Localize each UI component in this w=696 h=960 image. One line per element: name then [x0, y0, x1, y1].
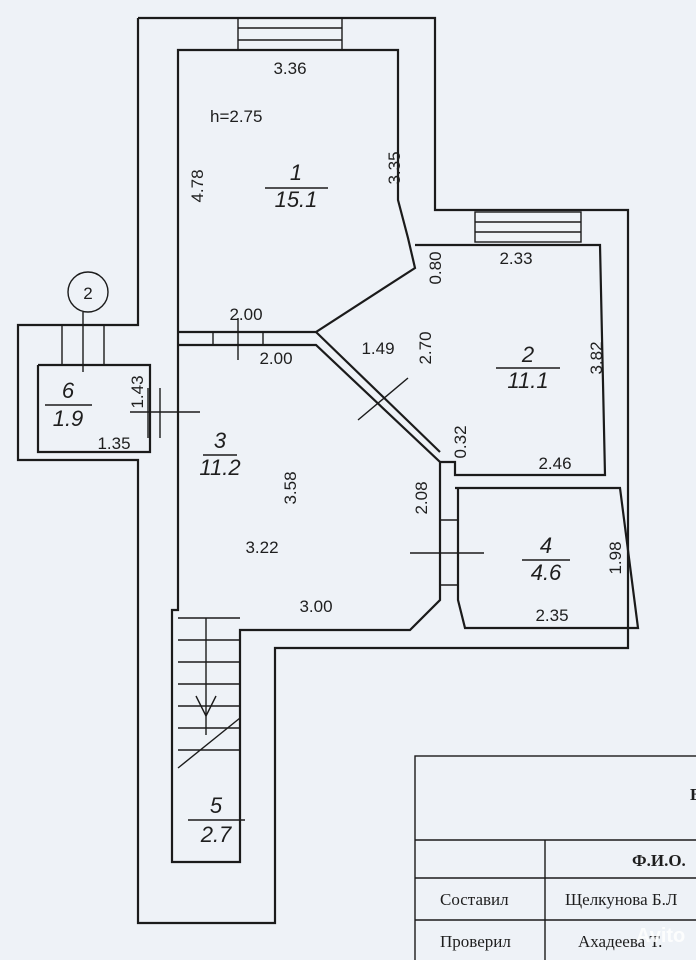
room-4-number: 4	[540, 533, 552, 558]
dim-r3-top: 2.00	[259, 349, 292, 368]
dim-r2-diag: 1.49	[361, 339, 394, 358]
door-mark-diagonal	[357, 377, 409, 421]
dim-r2-bottom: 2.46	[538, 454, 571, 473]
stamp-role-checked: Проверил	[440, 932, 511, 951]
dim-r3-side: 2.08	[412, 481, 431, 514]
dim-r3-bottom: 3.00	[299, 597, 332, 616]
dim-r2-top: 2.33	[499, 249, 532, 268]
dim-r6-width: 1.35	[97, 434, 130, 453]
dim-r2-inner: 2.70	[416, 331, 435, 364]
dim-r1-right: 3.35	[385, 151, 404, 184]
room-5-number: 5	[210, 793, 223, 818]
axis-marker-label: 2	[83, 284, 92, 303]
dim-r1-left: 4.78	[188, 169, 207, 202]
dim-r3-width: 3.22	[245, 538, 278, 557]
axis-marker-circle	[67, 271, 109, 313]
ceiling-height: h=2.75	[210, 107, 262, 126]
inner-wall-room1	[176, 48, 417, 345]
inner-wall-room3	[170, 343, 442, 864]
dim-r4-width: 2.35	[535, 606, 568, 625]
dim-r1-bottom: 2.00	[229, 305, 262, 324]
dim-r3-height: 3.58	[281, 471, 300, 504]
dim-r2-right: 3.82	[587, 341, 606, 374]
room-2-number: 2	[521, 342, 534, 367]
inner-wall-room4	[455, 486, 640, 630]
room-3-area: 11.2	[199, 455, 240, 480]
stamp-name-compiled: Щелкунова Б.Л	[565, 890, 678, 909]
dim-r2-small: 0.32	[451, 425, 470, 458]
stamp-header-fragment: Б	[690, 785, 696, 804]
window-top	[237, 17, 343, 51]
room-6-area: 1.9	[53, 406, 84, 431]
inner-wall-room2	[415, 243, 607, 477]
room-1-number: 1	[290, 160, 302, 185]
window-right	[474, 211, 582, 243]
avito-watermark: Avito	[636, 925, 685, 947]
room-6-number: 6	[62, 378, 75, 403]
room-2-area: 11.1	[507, 368, 548, 393]
stamp-column-header: Ф.И.О.	[632, 851, 686, 870]
stamp-name-checked: Ахадеева Т.	[578, 932, 662, 951]
room-1-area: 15.1	[275, 187, 318, 212]
staircase	[177, 617, 241, 769]
inner-wall-room6	[36, 363, 152, 454]
dim-r4-height: 1.98	[606, 541, 625, 574]
dim-r2-notch: 0.80	[426, 251, 445, 284]
room-3-number: 3	[214, 428, 227, 453]
diagonal-wall	[315, 331, 441, 453]
title-stamp	[414, 755, 696, 960]
dim-r6-height: 1.43	[128, 375, 147, 408]
dim-r1-top: 3.36	[273, 59, 306, 78]
room-4-area: 4.6	[531, 560, 562, 585]
room-5-area: 2.7	[200, 822, 232, 847]
outer-wall	[16, 16, 630, 925]
stamp-role-compiled: Составил	[440, 890, 509, 909]
